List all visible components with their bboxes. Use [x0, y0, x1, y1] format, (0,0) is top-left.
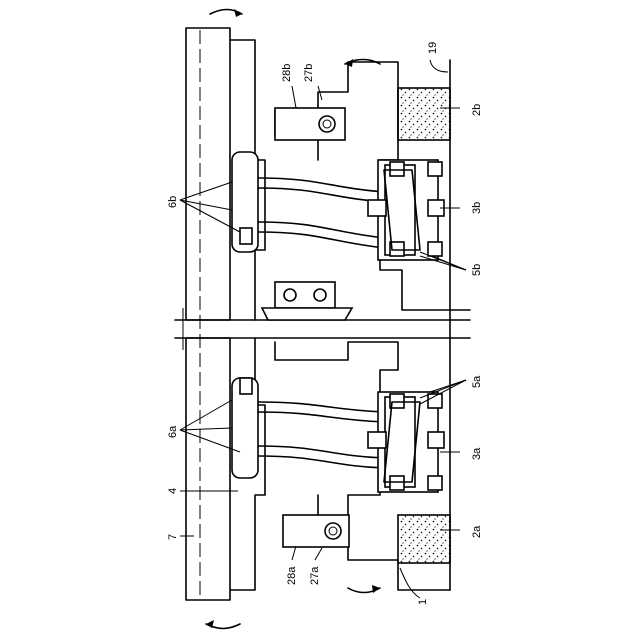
label-27a: 27a: [309, 566, 321, 585]
label-19: 19: [427, 42, 439, 54]
middle-block: [262, 282, 352, 320]
member-4: [230, 40, 265, 590]
label-2b: 2b: [471, 104, 483, 116]
spring-6a: [258, 402, 385, 468]
label-7: 7: [167, 534, 179, 540]
label-5a: 5a: [471, 375, 483, 388]
label-27b: 27b: [303, 64, 315, 82]
arrow-bottom-right: [348, 585, 380, 593]
arrow-top-left: [210, 9, 242, 17]
label-28b: 28b: [281, 64, 293, 82]
bolt-head-6a: [232, 378, 258, 478]
label-3b: 3b: [471, 202, 483, 214]
block-28b: [275, 108, 345, 160]
label-28a: 28a: [286, 566, 298, 585]
label-3a: 3a: [471, 447, 483, 460]
arrow-top-right: [345, 59, 380, 67]
label-6b: 6b: [167, 196, 179, 208]
spring-6b: [258, 178, 385, 248]
block-28a: [283, 495, 349, 547]
label-2a: 2a: [471, 525, 483, 538]
pad-2b: [398, 88, 450, 140]
arrow-bottom-left: [206, 620, 240, 629]
clamp-3a: [368, 392, 444, 492]
rail-7: [186, 28, 230, 600]
pad-2a: [398, 515, 450, 563]
clamp-3b: [368, 160, 444, 260]
label-1: 1: [417, 599, 429, 605]
label-5b: 5b: [471, 264, 483, 276]
bolt-head-6b: [232, 152, 258, 252]
label-6a: 6a: [167, 425, 179, 438]
label-4: 4: [167, 488, 179, 494]
